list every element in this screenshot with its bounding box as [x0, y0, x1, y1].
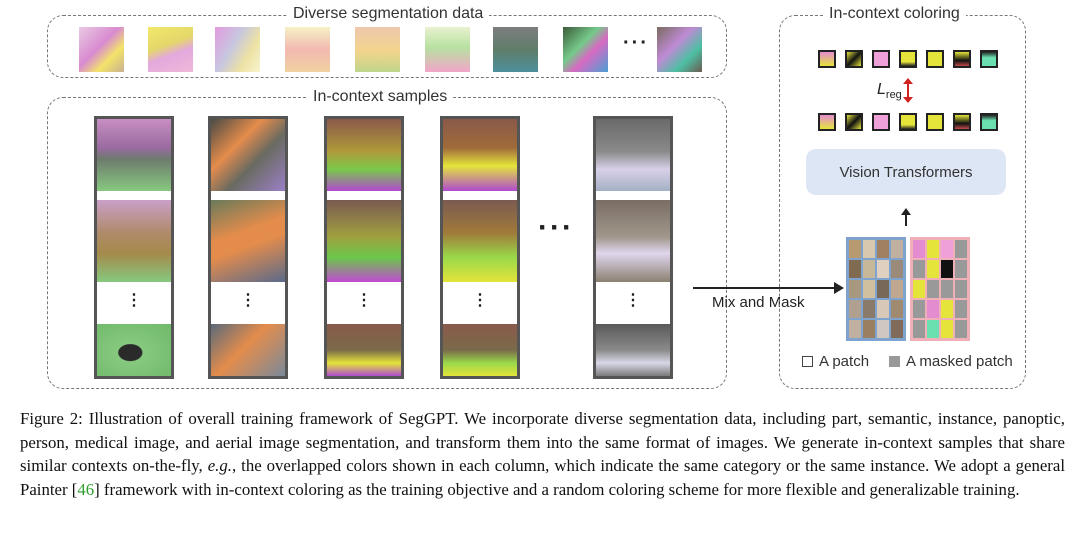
- target-patch: [872, 113, 890, 131]
- thumb-2: [148, 27, 193, 72]
- l-reg-arrow-icon: [907, 80, 909, 100]
- vision-transformers-block: Vision Transformers: [806, 149, 1006, 195]
- thumb-8: [563, 27, 608, 72]
- sample-image: [443, 200, 517, 282]
- vertical-ellipsis: ⋮: [240, 292, 256, 309]
- thumb-9: [657, 27, 702, 72]
- mix-and-mask-label: Mix and Mask: [712, 294, 805, 311]
- target-patch: [845, 113, 863, 131]
- sample-column-5: ⋮: [593, 116, 673, 379]
- l-reg-arrow-up: [903, 78, 913, 84]
- vertical-ellipsis: ⋮: [625, 292, 641, 309]
- reference-link[interactable]: 46: [77, 479, 95, 499]
- legend-patch: A patch: [802, 353, 869, 370]
- output-patch: [872, 50, 890, 68]
- output-patch: [818, 50, 836, 68]
- columns-ellipsis: ···: [538, 211, 574, 244]
- sample-image: [596, 200, 670, 282]
- output-patch: [980, 50, 998, 68]
- sample-column-4: ⋮: [440, 116, 520, 379]
- sample-image: [327, 200, 401, 282]
- thumb-7: [493, 27, 538, 72]
- sample-image: [327, 324, 401, 376]
- sample-image: [97, 119, 171, 191]
- output-patch: [926, 50, 944, 68]
- figure-caption: Figure 2: Illustration of overall traini…: [20, 409, 1066, 499]
- thumb-5: [355, 27, 400, 72]
- sample-image: [327, 119, 401, 191]
- target-patch: [818, 113, 836, 131]
- in-context-coloring-label: In-context coloring: [823, 5, 966, 23]
- thumb-ellipsis: ···: [623, 32, 649, 54]
- legend-masked-patch: A masked patch: [889, 353, 1013, 370]
- thumb-6: [425, 27, 470, 72]
- l-reg-arrow-down: [903, 97, 913, 103]
- output-patch: [845, 50, 863, 68]
- sample-image: [596, 119, 670, 191]
- mix-and-mask-arrowhead: [834, 282, 844, 294]
- target-patch: [953, 113, 971, 131]
- up-arrowhead: [901, 208, 911, 215]
- thumb-1: [79, 27, 124, 72]
- l-reg-label: Lreg: [877, 81, 902, 102]
- image-patch-grid: [846, 237, 906, 341]
- sample-image: [211, 119, 285, 191]
- sample-image: [97, 200, 171, 282]
- sample-column-3: ⋮: [324, 116, 404, 379]
- thumb-4: [285, 27, 330, 72]
- mix-and-mask-arrow: [693, 287, 836, 289]
- sample-image: [211, 324, 285, 376]
- sample-column-2: ⋮: [208, 116, 288, 379]
- sample-image: [443, 119, 517, 191]
- vertical-ellipsis: ⋮: [356, 292, 372, 309]
- sample-image: [596, 324, 670, 376]
- target-patch: [980, 113, 998, 131]
- target-patch: [926, 113, 944, 131]
- up-arrow: [905, 213, 907, 226]
- diverse-data-label: Diverse segmentation data: [287, 5, 490, 23]
- output-patch: [899, 50, 917, 68]
- thumb-3: [215, 27, 260, 72]
- sample-image: [211, 200, 285, 282]
- masked-patch-swatch-icon: [889, 356, 900, 367]
- sample-image: [443, 324, 517, 376]
- vertical-ellipsis: ⋮: [126, 292, 142, 309]
- in-context-samples-label: In-context samples: [307, 88, 454, 106]
- output-patch: [953, 50, 971, 68]
- patch-swatch-icon: [802, 356, 813, 367]
- mask-patch-grid: [910, 237, 970, 341]
- sample-image: [97, 324, 171, 376]
- sample-column-1: ⋮: [94, 116, 174, 379]
- vertical-ellipsis: ⋮: [472, 292, 488, 309]
- target-patch: [899, 113, 917, 131]
